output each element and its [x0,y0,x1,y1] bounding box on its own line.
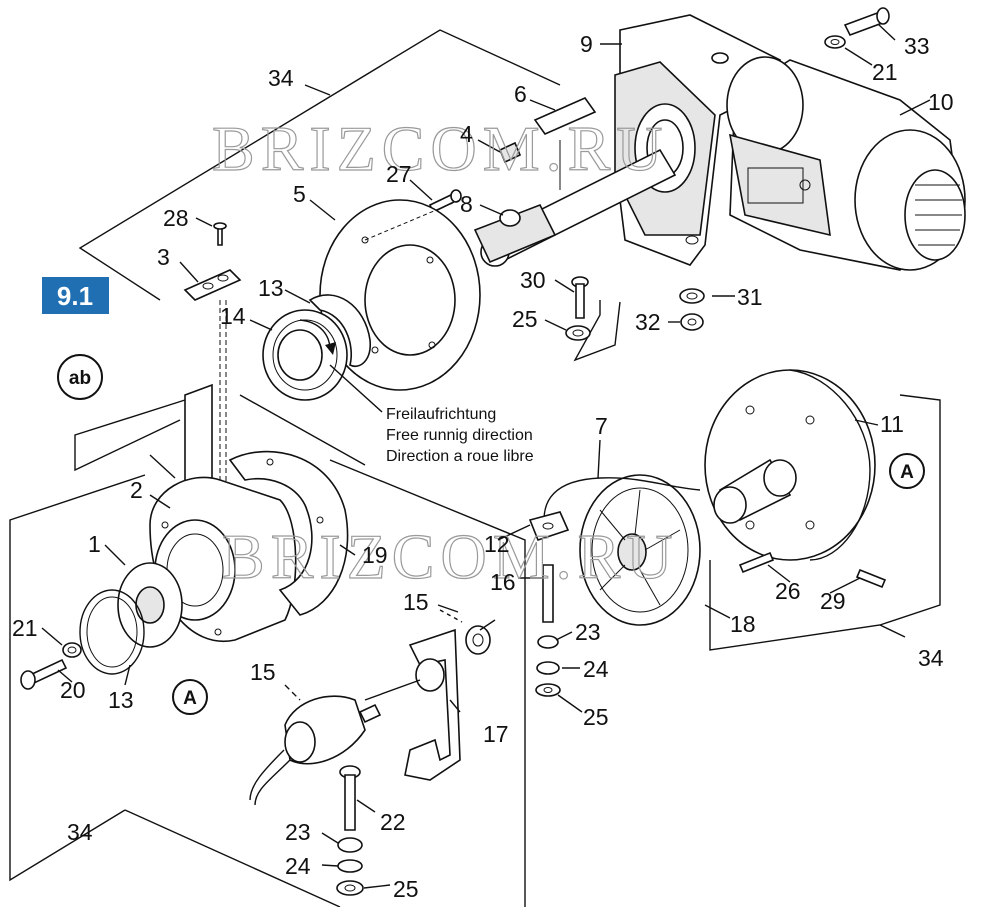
note-line-1: Freilaufrichtung [386,406,496,423]
cable-7 [543,477,701,531]
circle-ab-label: ab [69,368,91,389]
section-badge-bg [42,277,109,314]
bolt-22 [339,765,361,831]
output-shaft [473,97,677,267]
callout-13-left: 13 [108,687,134,713]
screw-29 [855,568,887,589]
callout-12: 12 [484,531,510,557]
freewheel-bearing [262,309,348,401]
assembly-boundary-bottom [9,454,526,907]
callout-14: 14 [220,303,246,329]
callout-18: 18 [730,611,756,637]
callout-31: 31 [737,284,763,310]
proximity-sensor [249,695,382,806]
callout-8: 8 [460,191,473,217]
callout-25-mid: 25 [512,306,538,332]
assembly-boundary-top [74,29,621,472]
callout-1: 1 [88,531,101,557]
callout-10: 10 [928,89,954,115]
circle-a-right-label: A [900,462,914,483]
callout-32: 32 [635,309,661,335]
callout-26: 26 [775,578,801,604]
nut-32 [680,313,704,331]
hardware-bottom [336,837,364,896]
callout-9: 9 [580,31,593,57]
bolt-20 [20,642,82,690]
callout-29: 29 [820,588,846,614]
circlip-13-top [308,294,371,367]
callout-24-mid: 24 [583,656,609,682]
note-line-3: Direction a roue libre [386,448,534,465]
watermark-top: BRIZCOM.RU [212,113,669,184]
clamp-12 [528,511,570,541]
callout-25-bottom: 25 [393,876,419,902]
pulley-18 [579,474,701,626]
bolt-30 [571,276,589,319]
circle-ab-bg [57,354,103,400]
callout-28: 28 [163,205,189,231]
callout-15-left: 15 [250,659,276,685]
note-line-2: Free runnig direction [386,427,533,444]
watermark-middle: BRIZCOM.RU [222,521,679,592]
callout-7: 7 [595,413,608,439]
callout-33: 33 [904,33,930,59]
circlip-13-left [79,589,145,675]
drum-11 [704,369,876,561]
bolt-16 [542,564,554,623]
callout-19: 19 [362,542,388,568]
plate-3 [183,222,242,301]
callout-23-bottom: 23 [285,819,311,845]
circle-a-left-bg [172,679,208,715]
callout-25-right: 25 [583,704,609,730]
callout-2: 2 [130,477,143,503]
washer-31 [679,288,705,304]
callout-34-top: 34 [268,65,294,91]
circle-a-left-label: A [183,688,197,709]
callout-21-left: 21 [12,615,38,641]
bracket-17 [404,628,461,781]
callout-27: 27 [386,161,412,187]
housing-2 [149,476,297,643]
callout-6: 6 [514,81,527,107]
section-badge: 9.1 [57,281,93,311]
callout-21-top: 21 [872,59,898,85]
callout-5: 5 [293,181,306,207]
callout-4: 4 [460,121,473,147]
callout-30: 30 [520,267,546,293]
callout-3: 3 [157,244,170,270]
bolt-33 [824,7,890,49]
callout-34-bottom: 34 [67,819,93,845]
callout-17: 17 [483,721,509,747]
cover-19 [228,450,349,616]
ring-1 [117,562,183,648]
callout-11: 11 [880,411,904,437]
hardware-mid [535,635,561,697]
screw-26 [738,551,775,574]
callout-22: 22 [380,809,406,835]
circle-a-right-bg [889,453,925,489]
assembly-boundary-right [709,394,941,651]
callout-15-top: 15 [403,589,429,615]
callout-20: 20 [60,677,86,703]
callout-34-right: 34 [918,645,944,671]
callout-13-top: 13 [258,275,284,301]
washer-25-mid [565,325,591,341]
leader-lines [41,23,931,889]
callout-23-mid: 23 [575,619,601,645]
nut-15-top [465,625,491,655]
callout-24-bottom: 24 [285,853,311,879]
callout-16: 16 [490,569,516,595]
